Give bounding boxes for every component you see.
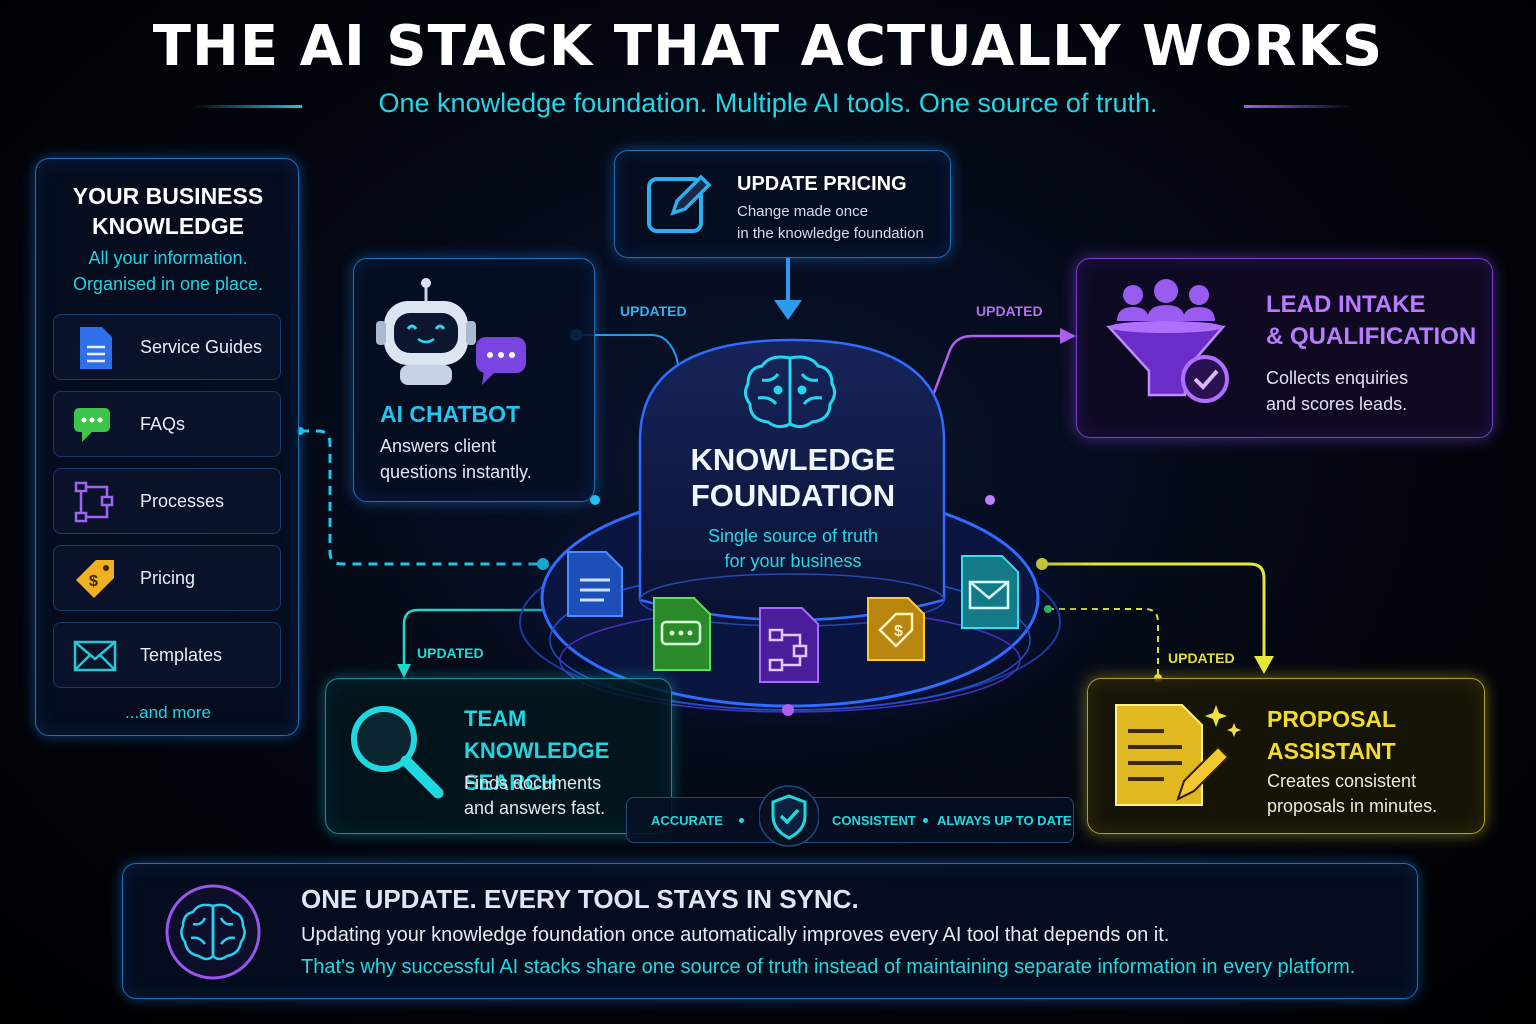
funnel-icon	[1106, 279, 1229, 403]
chatbot-desc: Answers client questions instantly.	[380, 436, 532, 482]
flowchart-icon	[74, 481, 114, 523]
envelope-icon	[73, 640, 117, 672]
more-link[interactable]: ...and more	[125, 703, 211, 722]
price-tag-icon: $	[76, 560, 114, 598]
disk-document-icon	[567, 551, 623, 617]
badge-consistent: CONSISTENT	[832, 813, 916, 828]
edit-icon	[647, 174, 712, 233]
banner-title: ONE UPDATE. EVERY TOOL STAYS IN SYNC.	[301, 884, 859, 914]
knowledge-item-service-guides[interactable]: Service Guides	[53, 314, 281, 380]
lead-title: LEAD INTAKE & QUALIFICATION	[1266, 291, 1477, 350]
proposal-title: PROPOSAL ASSISTANT	[1267, 706, 1397, 764]
business-knowledge-panel: YOUR BUSINESS KNOWLEDGE All your informa…	[35, 158, 299, 736]
knowledge-item-processes[interactable]: Processes	[53, 468, 281, 534]
knowledge-item-label: Service Guides	[140, 337, 263, 357]
lead-updated-label: UPDATED	[976, 303, 1043, 319]
proposal-document-icon	[1115, 704, 1241, 806]
knowledge-item-label: Templates	[140, 645, 223, 665]
disk-envelope-icon	[961, 555, 1019, 629]
update-pricing-title: UPDATE PRICING	[737, 173, 907, 195]
chat-bubble-icon	[74, 408, 110, 442]
robot-icon	[376, 278, 526, 385]
shield-check-icon	[759, 785, 819, 847]
document-icon	[80, 327, 112, 369]
update-pricing-desc: Change made once in the knowledge founda…	[737, 203, 924, 242]
badge-always-up-to-date: ALWAYS UP TO DATE	[937, 813, 1072, 828]
proposal-desc: Creates consistent proposals in minutes.	[1267, 771, 1438, 816]
lead-intake-card: LEAD INTAKE & QUALIFICATION Collects enq…	[1076, 258, 1493, 438]
search-title: TEAM KNOWLEDGE SEARCH	[464, 706, 610, 795]
knowledge-item-label: FAQs	[140, 414, 186, 434]
business-knowledge-title: YOUR BUSINESS KNOWLEDGE	[72, 183, 264, 239]
page-subtitle: One knowledge foundation. Multiple AI to…	[378, 88, 1158, 118]
search-desc: Finds documents and answers fast.	[464, 773, 606, 818]
magnifier-icon	[351, 706, 444, 799]
knowledge-item-faqs[interactable]: FAQs	[53, 391, 281, 457]
lead-desc: Collects enquiries and scores leads.	[1266, 368, 1409, 414]
knowledge-item-label: Processes	[140, 491, 225, 511]
business-knowledge-subtitle: All your information. Organised in one p…	[72, 248, 264, 294]
foundation-subtitle: Single source of truth for your business	[707, 526, 879, 571]
foundation-title: KNOWLEDGE FOUNDATION	[690, 442, 896, 513]
badge-separator	[739, 818, 744, 823]
banner-highlight-text: That's why successful AI stacks share on…	[301, 956, 1356, 978]
update-pricing-card: UPDATE PRICING Change made once in the k…	[614, 150, 951, 258]
proposal-updated-label: UPDATED	[1168, 650, 1235, 666]
quality-badges: ACCURATE CONSISTENT ALWAYS UP TO DATE	[626, 785, 1074, 847]
brain-icon	[743, 355, 837, 429]
disk-price-tag-icon: $	[867, 597, 925, 661]
knowledge-item-pricing[interactable]: $ Pricing	[53, 545, 281, 611]
knowledge-item-label: Pricing	[140, 568, 196, 588]
disk-chat-icon	[653, 597, 711, 671]
disk-flowchart-icon	[759, 607, 819, 683]
banner-text: Updating your knowledge foundation once …	[301, 924, 1170, 946]
team-search-card: TEAM KNOWLEDGE SEARCH Finds documents an…	[325, 678, 672, 834]
svg-text:$: $	[894, 623, 903, 640]
ai-chatbot-card: AI CHATBOT Answers client questions inst…	[353, 258, 595, 502]
chatbot-title: AI CHATBOT	[380, 401, 521, 427]
sync-banner: ONE UPDATE. EVERY TOOL STAYS IN SYNC. Up…	[122, 863, 1418, 999]
svg-text:$: $	[89, 573, 98, 590]
badge-accurate: ACCURATE	[651, 813, 723, 828]
chatbot-updated-label: UPDATED	[620, 303, 687, 319]
search-updated-label: UPDATED	[417, 645, 484, 661]
subtitle-line-right	[1244, 105, 1354, 108]
proposal-card: PROPOSAL ASSISTANT Creates consistent pr…	[1087, 678, 1485, 834]
brain-badge-icon	[165, 884, 261, 980]
badge-separator	[923, 818, 928, 823]
page-title: THE AI STACK THAT ACTUALLY WORKS	[152, 14, 1384, 79]
knowledge-item-templates[interactable]: Templates	[53, 622, 281, 688]
subtitle-line-left	[192, 105, 302, 108]
